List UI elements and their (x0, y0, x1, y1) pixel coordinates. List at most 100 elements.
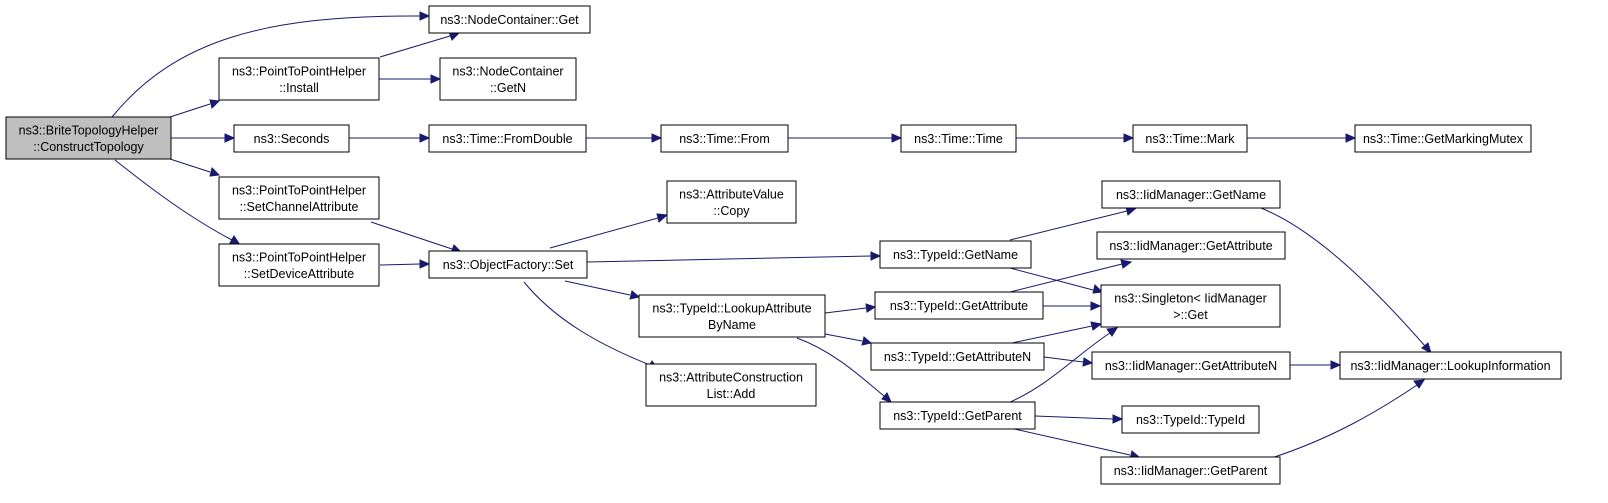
edge-arrowhead (209, 99, 221, 109)
node-label-line: ::Copy (713, 204, 750, 218)
edge-arrowhead (224, 133, 236, 143)
edge-set-to-attributeconstruction-add (523, 281, 651, 366)
node-label-line: ns3::TypeId::GetAttributeN (884, 350, 1031, 364)
node-typeid-typeid[interactable]: ns3::TypeId::TypeId (1121, 405, 1260, 434)
edge-set-to-lookupattribute (564, 280, 631, 296)
edge-arrowhead (1330, 360, 1342, 370)
edge-arrowhead (865, 303, 877, 313)
edge-arrowhead (419, 11, 431, 21)
node-label-line: ns3::TypeId::TypeId (1136, 413, 1245, 427)
edge-getname-to-iid-getname (1009, 210, 1128, 241)
node-label-line: ns3::TypeId::LookupAttribute (652, 301, 811, 315)
node-typeid-getattribute[interactable]: ns3::TypeId::GetAttribute (874, 291, 1044, 320)
edge-root-to-p2p-channel (169, 158, 211, 173)
edge-root-to-p2p-device (114, 159, 233, 241)
node-objectfactory-set[interactable]: ns3::ObjectFactory::Set (428, 250, 588, 279)
node-typeid-getparent[interactable]: ns3::TypeId::GetParent (879, 401, 1036, 430)
node-label-line: ns3::IidManager::GetName (1116, 188, 1266, 202)
edge-arrowhead (629, 290, 641, 300)
node-nodecontainer-get[interactable]: ns3::NodeContainer::Get (428, 5, 591, 34)
node-time-getmarkingmutex[interactable]: ns3::Time::GetMarkingMutex (1354, 124, 1532, 153)
node-label-line: ns3::PointToPointHelper (232, 64, 366, 78)
node-label-line: ns3::TypeId::GetName (893, 248, 1018, 262)
edge-set-to-attributevalue-copy (549, 217, 659, 249)
node-label-line: ::GetN (490, 81, 526, 95)
edge-arrowhead (1082, 357, 1094, 367)
node-label-line: ns3::NodeContainer::Get (440, 13, 579, 27)
node-label-line: ns3::ObjectFactory::Set (443, 258, 574, 272)
edge-arrowhead (419, 259, 431, 269)
edge-set-to-typeid-getname (586, 255, 872, 263)
node-label-line: ns3::IidManager::LookupInformation (1350, 359, 1550, 373)
edge-arrowhead (651, 133, 663, 143)
node-label-line: List::Add (707, 387, 756, 401)
node-typeid-getattributen[interactable]: ns3::TypeId::GetAttributeN (870, 342, 1045, 371)
edge-device-to-objectfactory-set (379, 263, 421, 266)
node-p2p-setchannelattribute[interactable]: ns3::PointToPointHelper::SetChannelAttri… (218, 176, 380, 220)
node-iidmanager-getattributen[interactable]: ns3::IidManager::GetAttributeN (1091, 351, 1291, 380)
node-p2p-setdeviceattribute[interactable]: ns3::PointToPointHelper::SetDeviceAttrib… (218, 243, 380, 287)
edge-arrowhead (1112, 414, 1124, 424)
edge-arrowhead (1421, 342, 1432, 355)
node-label-line: ns3::NodeContainer (452, 64, 563, 78)
edge-getparent-to-typeid-typeid (1034, 415, 1114, 420)
node-seconds[interactable]: ns3::Seconds (233, 124, 350, 153)
node-time-fromdouble[interactable]: ns3::Time::FromDouble (428, 124, 587, 153)
node-label-line: ns3::Time::FromDouble (442, 132, 572, 146)
node-time-time[interactable]: ns3::Time::Time (900, 124, 1017, 153)
node-label-line: ::SetChannelAttribute (240, 200, 359, 214)
node-nodecontainer-getn[interactable]: ns3::NodeContainer::GetN (439, 57, 577, 101)
node-typeid-getname[interactable]: ns3::TypeId::GetName (879, 240, 1032, 269)
edge-arrowhead (891, 133, 903, 143)
node-time-from[interactable]: ns3::Time::From (660, 124, 789, 153)
edge-root-to-nodecontainer-get (111, 15, 421, 118)
edge-arrowhead (1092, 284, 1104, 294)
edge-arrowhead (881, 392, 892, 403)
edge-arrowhead (1090, 321, 1103, 331)
node-label-line: ::Install (279, 81, 319, 95)
node-label-line: ns3::AttributeConstruction (659, 370, 803, 384)
node-label-line: ns3::IidManager::GetAttributeN (1105, 359, 1277, 373)
node-iidmanager-getname[interactable]: ns3::IidManager::GetName (1101, 180, 1281, 209)
edge-lookup-to-typeid-getattribute (824, 307, 867, 314)
node-label-line: ::SetDeviceAttribute (244, 267, 355, 281)
edge-getattributen-to-singleton (1011, 325, 1093, 344)
node-label-line: ns3::Seconds (254, 132, 330, 146)
edge-lookup-to-typeid-getparent (796, 337, 885, 397)
call-graph-nodes: ns3::BriteTopologyHelper::ConstructTopol… (5, 5, 1562, 485)
node-singleton-get[interactable]: ns3::Singleton< IidManager>::Get (1100, 284, 1281, 328)
edge-getname-to-singleton (1009, 267, 1094, 291)
node-root[interactable]: ns3::BriteTopologyHelper::ConstructTopol… (5, 116, 172, 160)
node-label-line: ns3::IidManager::GetAttribute (1109, 239, 1272, 253)
node-attributevalue-copy[interactable]: ns3::AttributeValue::Copy (666, 180, 797, 224)
edge-arrowhead (1345, 133, 1357, 143)
node-label-line: ns3::TypeId::GetAttribute (890, 299, 1028, 313)
node-label-line: ns3::Time::Mark (1145, 132, 1235, 146)
node-iidmanager-getattribute[interactable]: ns3::IidManager::GetAttribute (1096, 231, 1286, 260)
node-iidmanager-lookupinformation[interactable]: ns3::IidManager::LookupInformation (1339, 351, 1562, 380)
edge-arrowhead (430, 74, 442, 84)
edge-arrowhead (1106, 327, 1118, 337)
node-label-line: >::Get (1173, 308, 1208, 322)
node-label-line: ::ConstructTopology (33, 140, 144, 154)
edge-root-to-p2p-install (169, 103, 211, 118)
node-label-line: ns3::Singleton< IidManager (1114, 291, 1267, 305)
node-label-line: ns3::TypeId::GetParent (893, 409, 1022, 423)
node-p2p-install[interactable]: ns3::PointToPointHelper::Install (218, 57, 380, 101)
edge-arrowhead (209, 167, 221, 177)
node-label-line: ns3::Time::GetMarkingMutex (1363, 132, 1524, 146)
node-label-line: ns3::BriteTopologyHelper (19, 123, 159, 137)
edge-lookup-to-typeid-getattributen (824, 333, 863, 342)
edge-getattribute-to-iid-getattribute (1009, 263, 1123, 293)
edge-iid-getname-to-lookupinformation (1260, 207, 1426, 347)
node-time-mark[interactable]: ns3::Time::Mark (1132, 124, 1248, 153)
edge-channel-to-objectfactory-set (370, 221, 453, 250)
edge-arrowhead (1413, 379, 1425, 389)
node-label-line: ByName (708, 318, 756, 332)
edge-arrowhead (419, 133, 431, 143)
node-iidmanager-getparent[interactable]: ns3::IidManager::GetParent (1100, 456, 1281, 485)
edge-getparent-to-iid-getparent (1009, 427, 1131, 456)
